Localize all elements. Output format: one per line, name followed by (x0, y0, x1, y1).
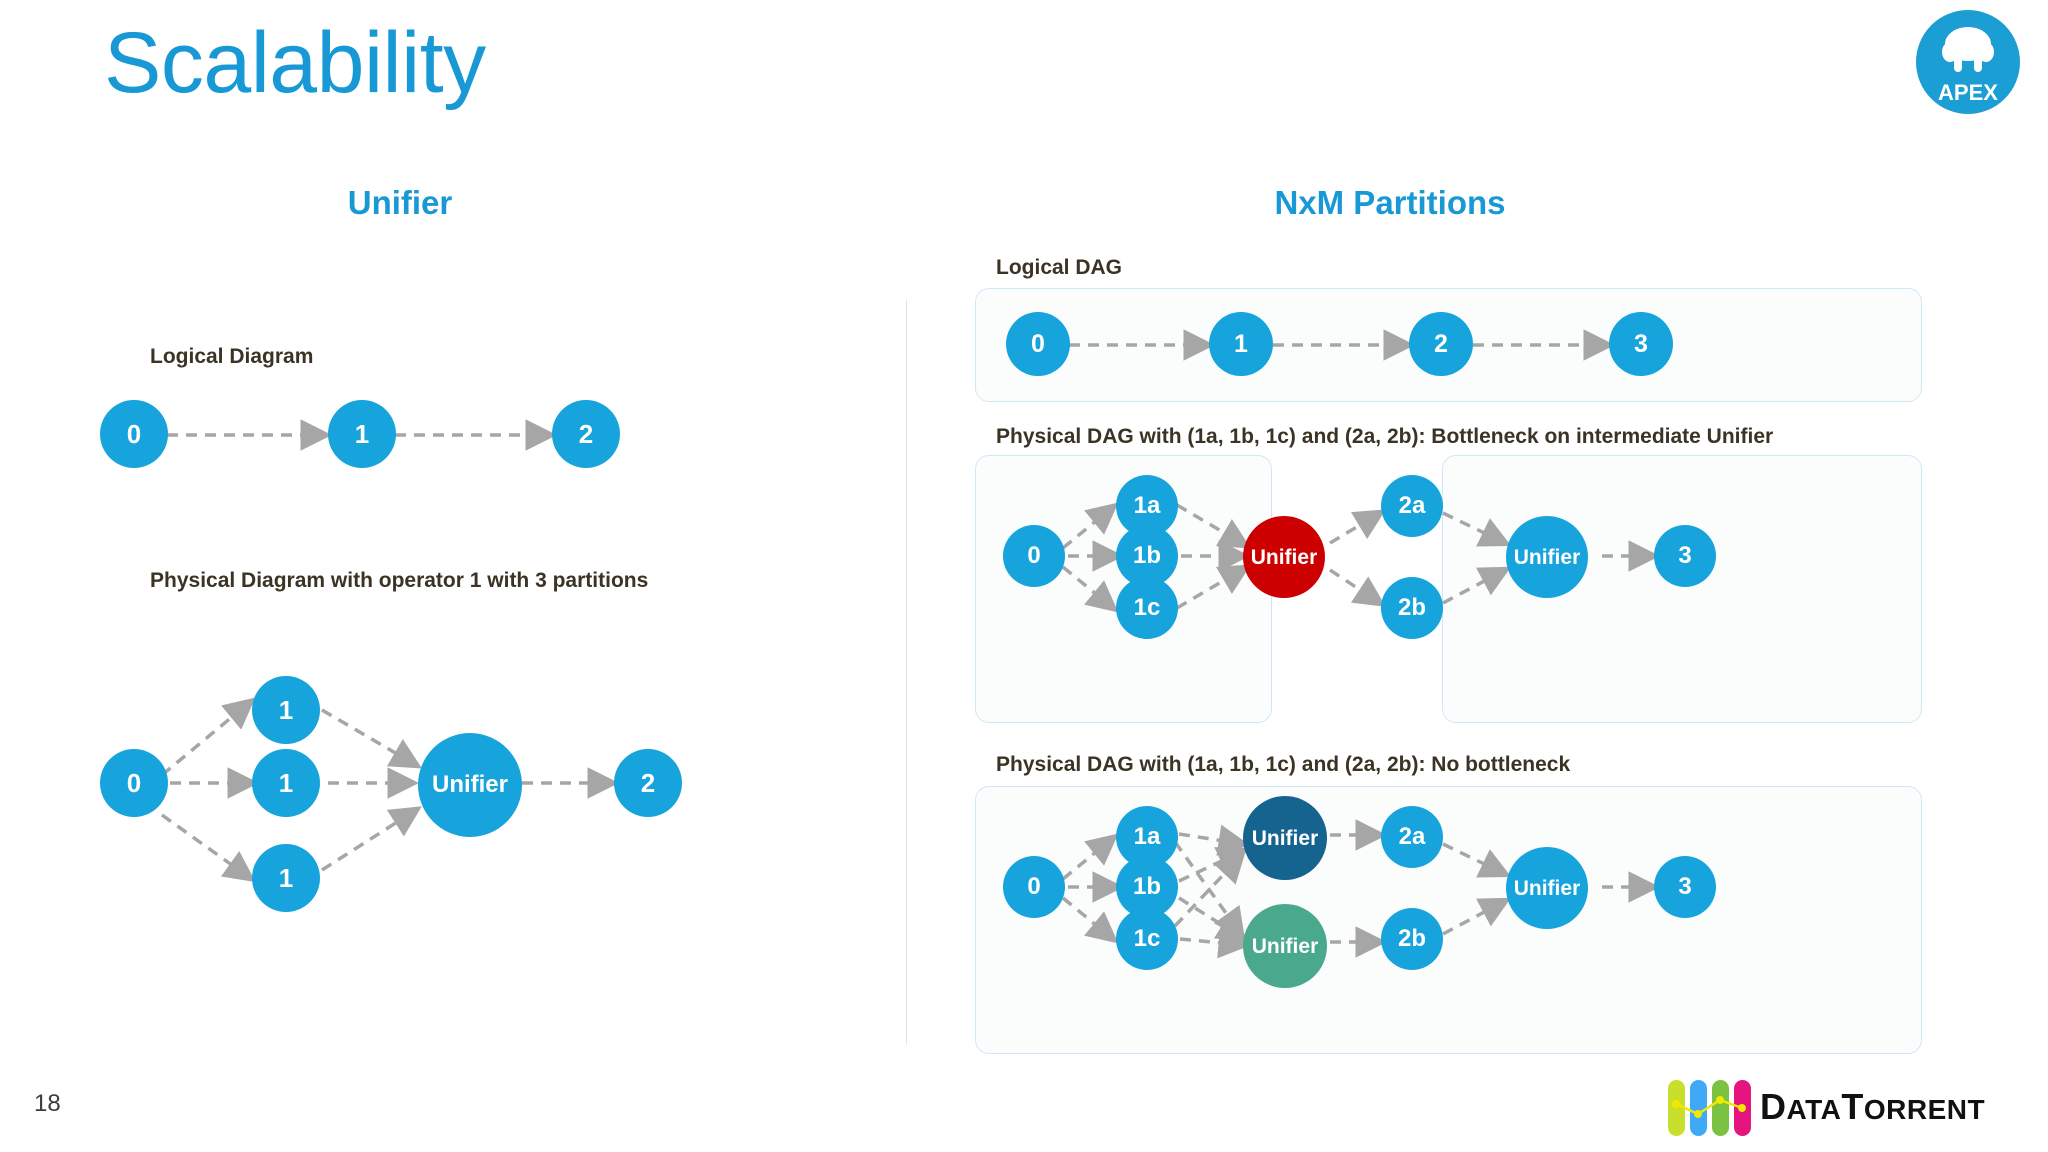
page-title: Scalability (104, 15, 486, 111)
node-nobottleneck-3[interactable]: 3 (1654, 856, 1716, 918)
datatorrent-wordmark: DATATORRENT (1760, 1086, 1985, 1128)
edge-n1b-to-unifier-dark (1178, 847, 1250, 883)
node-logical-1[interactable]: 1 (328, 400, 396, 468)
node-dag-3[interactable]: 3 (1609, 312, 1673, 376)
edge-n0-to-n1c (1061, 896, 1119, 944)
panel-logical-dag: 0 1 2 3 (975, 288, 1922, 402)
node-physical-unifier[interactable]: Unifier (418, 733, 522, 837)
edge-unifier-red-to-b2b (1329, 568, 1386, 607)
node-physical-1b[interactable]: 1 (252, 749, 320, 817)
apex-logo-icon: APEX (1916, 10, 2020, 114)
edge-n0-to-n1a (1061, 833, 1119, 881)
edge-b2b-to-unifier-blue (1442, 566, 1512, 605)
caption-logical-dag: Logical DAG (996, 256, 1123, 279)
svg-text:APEX: APEX (1938, 80, 1998, 105)
diagram-left-logical: 0 1 2 (100, 380, 800, 490)
edge-0-to-1c (160, 813, 256, 883)
node-bottleneck-1c[interactable]: 1c (1116, 577, 1178, 639)
edge-1a-to-unifier (321, 708, 423, 769)
node-physical-1c[interactable]: 1 (252, 844, 320, 912)
dt-letters-orrent: ORRENT (1863, 1094, 1986, 1125)
node-nobottleneck-1c[interactable]: 1c (1116, 908, 1178, 970)
edge-b0-to-b1c (1061, 565, 1119, 613)
edge-b2a-to-unifier-blue (1442, 511, 1512, 547)
node-physical-1a[interactable]: 1 (252, 676, 320, 744)
edge-n1c-to-unifier-teal (1179, 926, 1250, 959)
node-bottleneck-0[interactable]: 0 (1003, 525, 1065, 587)
node-nobottleneck-1a[interactable]: 1a (1116, 806, 1178, 868)
node-nobottleneck-1b[interactable]: 1b (1116, 856, 1178, 918)
datatorrent-logo-icon (1668, 1080, 1751, 1136)
edge-n2b-to-unifier-blue (1442, 897, 1512, 936)
node-physical-2[interactable]: 2 (614, 749, 682, 817)
column-heading-nxm-partitions: NxM Partitions (1274, 184, 1506, 221)
node-nobottleneck-unifier-dark[interactable]: Unifier (1243, 796, 1327, 880)
node-bottleneck-3[interactable]: 3 (1654, 525, 1716, 587)
edge-n1a-to-unifier-teal (1173, 840, 1246, 940)
diagram-physical-no-bottleneck: 0 1a 1b 1c Unifier Unifier 2a 2b Unifier… (975, 786, 1920, 1052)
edge-n2a-to-unifier-blue (1442, 842, 1512, 878)
node-dag-1[interactable]: 1 (1209, 312, 1273, 376)
column-divider (906, 300, 907, 1045)
edge-unifier-red-to-b2a (1329, 509, 1387, 545)
node-physical-0[interactable]: 0 (100, 749, 168, 817)
diagram-physical-bottleneck: 0 1a 1b 1c Unifier 2a 2b Unifier 3 (975, 455, 1920, 721)
edge-n1a-to-unifier-dark (1178, 824, 1250, 856)
edge-0-to-1a (160, 697, 256, 777)
edge-b0-to-b1a (1061, 502, 1119, 550)
node-bottleneck-2b[interactable]: 2b (1381, 577, 1443, 639)
caption-logical-diagram: Logical Diagram (150, 345, 314, 368)
node-nobottleneck-unifier-blue[interactable]: Unifier (1506, 847, 1588, 929)
page-number: 18 (34, 1090, 61, 1117)
node-bottleneck-1b[interactable]: 1b (1116, 525, 1178, 587)
edge-b1a-to-unifier-red (1176, 503, 1252, 549)
node-logical-2[interactable]: 2 (552, 400, 620, 468)
diagram-left-physical: 0 1 1 1 Unifier 2 (100, 620, 820, 940)
node-dag-0[interactable]: 0 (1006, 312, 1070, 376)
edge-n1b-to-unifier-teal (1178, 896, 1249, 942)
edge-1c-to-unifier (321, 806, 422, 872)
node-logical-0[interactable]: 0 (100, 400, 168, 468)
node-bottleneck-unifier-red[interactable]: Unifier (1243, 516, 1325, 598)
dt-letter-d: D (1760, 1086, 1787, 1127)
caption-physical-diagram: Physical Diagram with operator 1 with 3 … (150, 569, 649, 592)
edge-n1c-to-unifier-dark (1173, 850, 1246, 928)
node-nobottleneck-2b[interactable]: 2b (1381, 908, 1443, 970)
column-heading-unifier: Unifier (347, 184, 453, 221)
caption-physical-dag-bottleneck: Physical DAG with (1a, 1b, 1c) and (2a, … (996, 425, 1774, 448)
node-nobottleneck-2a[interactable]: 2a (1381, 806, 1443, 868)
edge-b1c-to-unifier-red (1176, 564, 1252, 610)
dt-letter-t: T (1841, 1086, 1864, 1127)
caption-physical-dag-no-bottleneck: Physical DAG with (1a, 1b, 1c) and (2a, … (996, 753, 1571, 776)
dt-letters-ata: ATA (1786, 1094, 1842, 1125)
node-bottleneck-unifier-blue[interactable]: Unifier (1506, 516, 1588, 598)
node-nobottleneck-0[interactable]: 0 (1003, 856, 1065, 918)
node-dag-2[interactable]: 2 (1409, 312, 1473, 376)
node-nobottleneck-unifier-teal[interactable]: Unifier (1243, 904, 1327, 988)
node-bottleneck-2a[interactable]: 2a (1381, 475, 1443, 537)
